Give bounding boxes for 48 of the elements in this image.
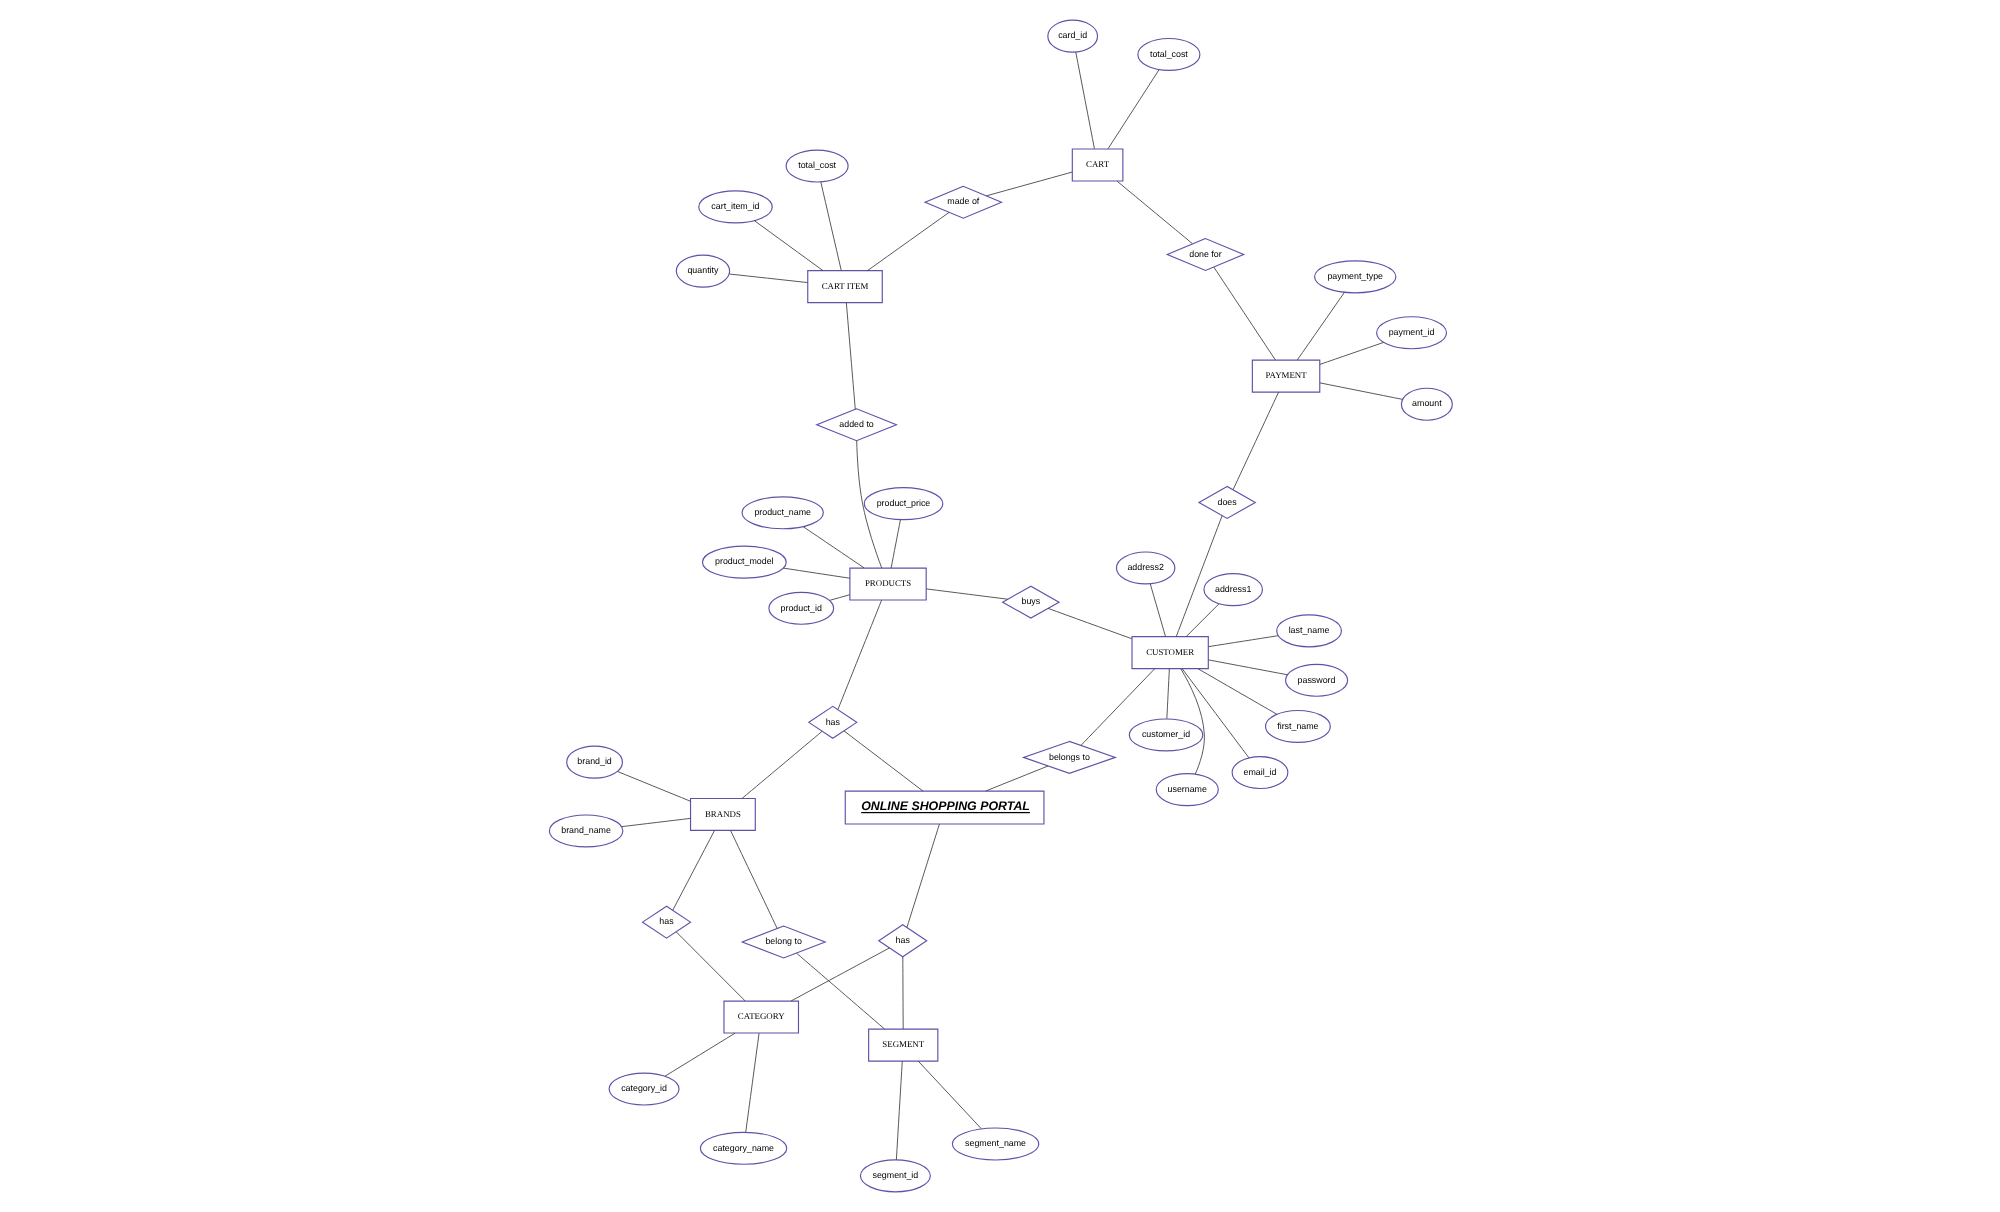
connector — [620, 817, 690, 828]
connector — [1179, 668, 1204, 775]
connector — [1318, 342, 1383, 365]
connector — [901, 956, 903, 1030]
connector — [1079, 668, 1155, 746]
connector — [789, 947, 889, 1002]
connector — [781, 567, 850, 579]
connector — [819, 181, 841, 271]
connector — [1148, 583, 1165, 637]
connector — [1207, 659, 1287, 676]
connector — [984, 765, 1048, 792]
connector — [889, 519, 900, 569]
connector — [1106, 69, 1159, 150]
connector — [752, 220, 823, 272]
connector — [1074, 51, 1094, 150]
connector — [740, 730, 822, 799]
connector — [1115, 180, 1192, 244]
connector — [894, 1060, 902, 1161]
connector — [924, 588, 1008, 600]
connector — [1318, 382, 1402, 400]
connector — [836, 599, 882, 711]
connector — [663, 1032, 735, 1077]
connector — [844, 302, 855, 410]
connector — [727, 273, 807, 283]
connector — [865, 212, 949, 272]
connector — [916, 1060, 981, 1129]
connector — [729, 830, 777, 929]
connector — [828, 594, 850, 601]
connector — [1295, 291, 1344, 361]
connector — [1212, 266, 1275, 361]
connector — [674, 931, 745, 1002]
connector — [1184, 603, 1219, 638]
connector — [744, 1032, 759, 1133]
connector — [1196, 668, 1277, 715]
connector — [842, 730, 923, 792]
connector — [615, 770, 690, 802]
connector — [801, 526, 864, 569]
connector — [795, 952, 884, 1030]
connector — [1165, 668, 1169, 720]
connector — [985, 171, 1072, 197]
connector — [1180, 668, 1249, 759]
connector — [1231, 391, 1279, 491]
connector — [1046, 607, 1132, 640]
connector — [1174, 515, 1222, 638]
connector — [905, 823, 939, 928]
connector — [671, 830, 714, 911]
connector — [855, 440, 882, 569]
connector — [1206, 635, 1278, 648]
